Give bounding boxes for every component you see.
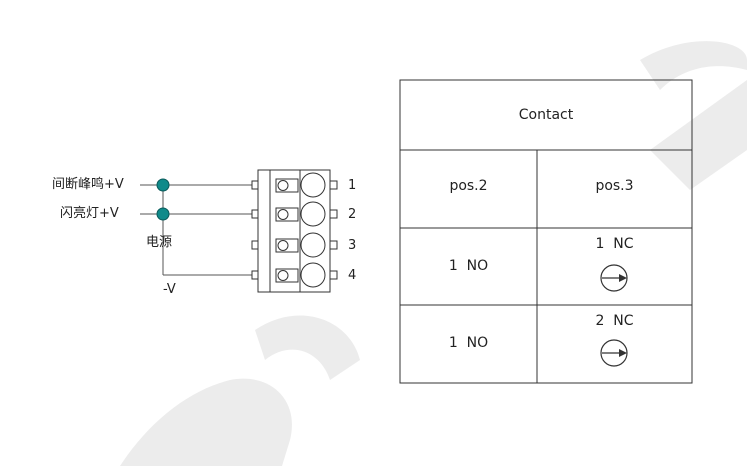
junction-dot-2 [156, 207, 170, 221]
terminal-block [251, 169, 338, 293]
terminal-number: 4 [348, 268, 357, 283]
wires [140, 184, 252, 276]
nc-contact-icon-1 [600, 264, 628, 292]
column-header-pos2: pos.2 [449, 178, 488, 194]
terminal-number: 1 [348, 178, 357, 193]
row2-pos2: 1 NO [448, 335, 489, 351]
input1-label: 间断峰鸣+V [52, 177, 124, 192]
contact-table [399, 79, 693, 384]
power-label: 电源 [146, 235, 173, 250]
junction-dot-1 [156, 178, 170, 192]
row1-pos3: 1 NC [595, 236, 634, 252]
terminal-number: 2 [348, 207, 357, 222]
table-header: Contact [518, 107, 574, 123]
row1-pos2: 1 NO [448, 258, 489, 274]
terminal-number: 3 [348, 238, 357, 253]
neg-label: -V [163, 282, 176, 297]
row2-pos3: 2 NC [595, 313, 634, 329]
column-header-pos3: pos.3 [595, 178, 634, 194]
nc-contact-icon-2 [600, 339, 628, 367]
input2-label: 闪亮灯+V [60, 206, 119, 221]
watermark [120, 41, 747, 466]
